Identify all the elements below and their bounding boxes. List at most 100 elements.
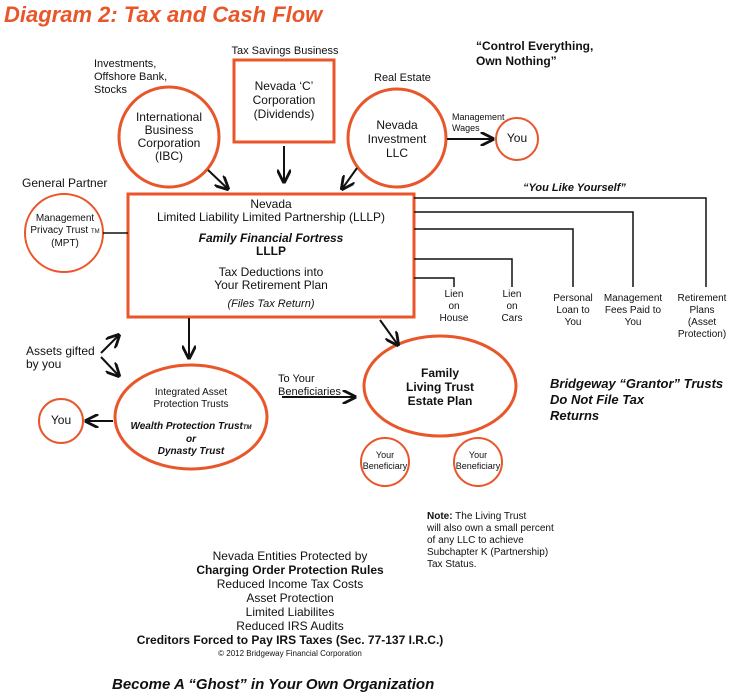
beneficiary-2-line-2: Beneficiary (455, 461, 501, 471)
diagram-title: Diagram 2: Tax and Cash Flow (4, 2, 323, 27)
protection-3: Reduced Income Tax Costs (216, 577, 364, 591)
lllp-line-2: Limited Liability Limited Partnership (L… (156, 210, 386, 224)
outflow-loan-2: Loan to (556, 305, 590, 316)
footer-slogan: Become A “Ghost” in Your Own Organizatio… (112, 676, 435, 693)
note-block: Note: The Living Trust will also own a s… (427, 511, 554, 571)
outflow-retirement-3: (Asset Protection) (677, 317, 727, 340)
beneficiary-1-line-1: Your (375, 450, 395, 460)
investments-line-2: Offshore Bank, (94, 71, 168, 83)
wpt-name: Wealth Protection Trust (130, 421, 243, 432)
slogan: “Control Everything, Own Nothing” (476, 39, 593, 69)
nevada-c-line-3: (Dividends) (253, 107, 315, 121)
outflow-loan: Personal Loan to You (545, 293, 601, 329)
protection-5: Limited Liabilites (245, 605, 335, 619)
mpt-name: Privacy Trust (30, 225, 89, 236)
protection-2: Charging Order Protection Rules (196, 563, 384, 577)
outflow-cars-3: Cars (501, 313, 523, 324)
management-wages-label: Management Wages (452, 112, 505, 134)
mpt-line-3: (MPT) (51, 238, 79, 249)
mpt-text: Management Privacy Trust TM (MPT) (25, 213, 105, 250)
outflow-fees-1: Management (603, 293, 663, 304)
protection-1: Nevada Entities Protected by (212, 549, 368, 563)
note-label: Note: (427, 511, 453, 522)
outflow-line-house (414, 277, 455, 287)
grantor-line-1: Bridgeway “Grantor” Trusts (550, 376, 724, 391)
outflow-fees-3: You (624, 317, 642, 328)
beneficiary-circle-1 (360, 437, 410, 487)
you-top-circle (495, 117, 539, 161)
nevada-llc-circle (346, 87, 448, 189)
note-text-2: will also own a small percent (427, 523, 554, 534)
living-trust-ellipse (362, 334, 518, 438)
outflow-house-3: House (439, 313, 469, 324)
you-top-label: You (506, 131, 528, 145)
outflow-house-1: Lien (444, 289, 464, 300)
ibc-line-2: Business (144, 123, 194, 137)
outflow-line-fees (414, 211, 634, 287)
living-trust-line-3: Estate Plan (407, 394, 473, 408)
protections-list: Nevada Entities Protected by Charging Or… (120, 549, 460, 661)
nevada-c-box (232, 58, 336, 144)
outflow-loan-3: You (564, 317, 582, 328)
arrow-lllp-to-living (379, 319, 398, 345)
you-left-circle (38, 398, 84, 444)
to-beneficiaries-line-1: To Your (278, 373, 315, 385)
note-text-1: The Living Trust (452, 511, 527, 522)
general-partner-label: General Partner (22, 176, 108, 190)
investments-line-3: Stocks (94, 84, 128, 96)
arrow-ibc-to-lllp (207, 169, 228, 189)
to-beneficiaries-line-2: Beneficiaries (278, 386, 341, 398)
outflow-line-loan (414, 228, 574, 287)
lllp-text: Nevada Limited Liability Limited Partner… (130, 198, 412, 311)
mpt-line-2: Privacy Trust TM (25, 225, 105, 238)
outflow-line-retirement (414, 197, 707, 287)
mpt-tm: TM (90, 229, 100, 235)
outflow-house-2: on (448, 301, 460, 312)
assets-gifted-line-1: Assets gifted (26, 344, 95, 358)
tax-savings-label: Tax Savings Business (231, 45, 339, 57)
living-trust-line-2: Living Trust (405, 380, 474, 394)
slogan-line-2: Own Nothing” (476, 54, 557, 68)
beneficiary-circle-2 (453, 437, 503, 487)
outflow-retirement: Retirement Plans (Asset Protection) (664, 293, 740, 341)
nevada-c-line-1: Nevada ‘C’ (254, 79, 314, 93)
slogan-line-1: “Control Everything, (476, 39, 594, 53)
arrow-gift-up (100, 335, 119, 354)
outflow-cars-1: Lien (502, 289, 522, 300)
management-wages-line-1: Management (452, 112, 505, 122)
lllp-line-1: Nevada (250, 197, 292, 211)
lllp-deductions-1: Tax Deductions into (218, 265, 324, 279)
asset-trust-text: Integrated Asset Protection Trusts Wealt… (118, 387, 264, 458)
asset-trust-line-2: Protection Trusts (153, 399, 229, 410)
grantor-line-3: Returns (550, 408, 600, 423)
management-wages-line-2: Wages (452, 123, 480, 133)
wpt-tm: TM (242, 425, 252, 431)
asset-trust-wpt: Wealth Protection TrustTM (118, 421, 264, 434)
nevada-llc-line-2: Investment (367, 132, 427, 146)
note-text-4: Subchapter K (Partnership) (427, 547, 549, 558)
to-beneficiaries-label: To Your Beneficiaries (278, 373, 341, 399)
nevada-c-line-2: Corporation (252, 93, 316, 107)
ibc-line-3: Corporation (137, 136, 201, 150)
lllp-deductions-2: Your Retirement Plan (214, 278, 328, 292)
asset-trust-dynasty: Dynasty Trust (157, 446, 225, 457)
outflow-fees-2: Fees Paid to (604, 305, 662, 316)
note-text-5: Tax Status. (427, 559, 477, 570)
outflow-cars: Lien on Cars (492, 289, 532, 325)
note-text-3: of any LLC to achieve (427, 535, 524, 546)
investments-label: Investments, Offshore Bank, Stocks (94, 58, 167, 97)
lllp-fortress-sub: LLLP (256, 244, 286, 258)
nevada-llc-line-3: LLC (385, 146, 408, 160)
ibc-line-4: (IBC) (155, 149, 183, 163)
investments-line-1: Investments, (94, 58, 157, 70)
outflow-retirement-2: Plans (689, 305, 715, 316)
lllp-files: (Files Tax Return) (227, 298, 315, 310)
beneficiary-2-text: Your Beneficiary (453, 450, 503, 472)
outflow-cars-2: on (506, 301, 518, 312)
nevada-llc-text: Nevada Investment LLC (348, 118, 446, 160)
outflow-lines (414, 197, 707, 287)
asset-trust-ellipse (113, 363, 269, 471)
living-trust-text: Family Living Trust Estate Plan (380, 366, 500, 408)
